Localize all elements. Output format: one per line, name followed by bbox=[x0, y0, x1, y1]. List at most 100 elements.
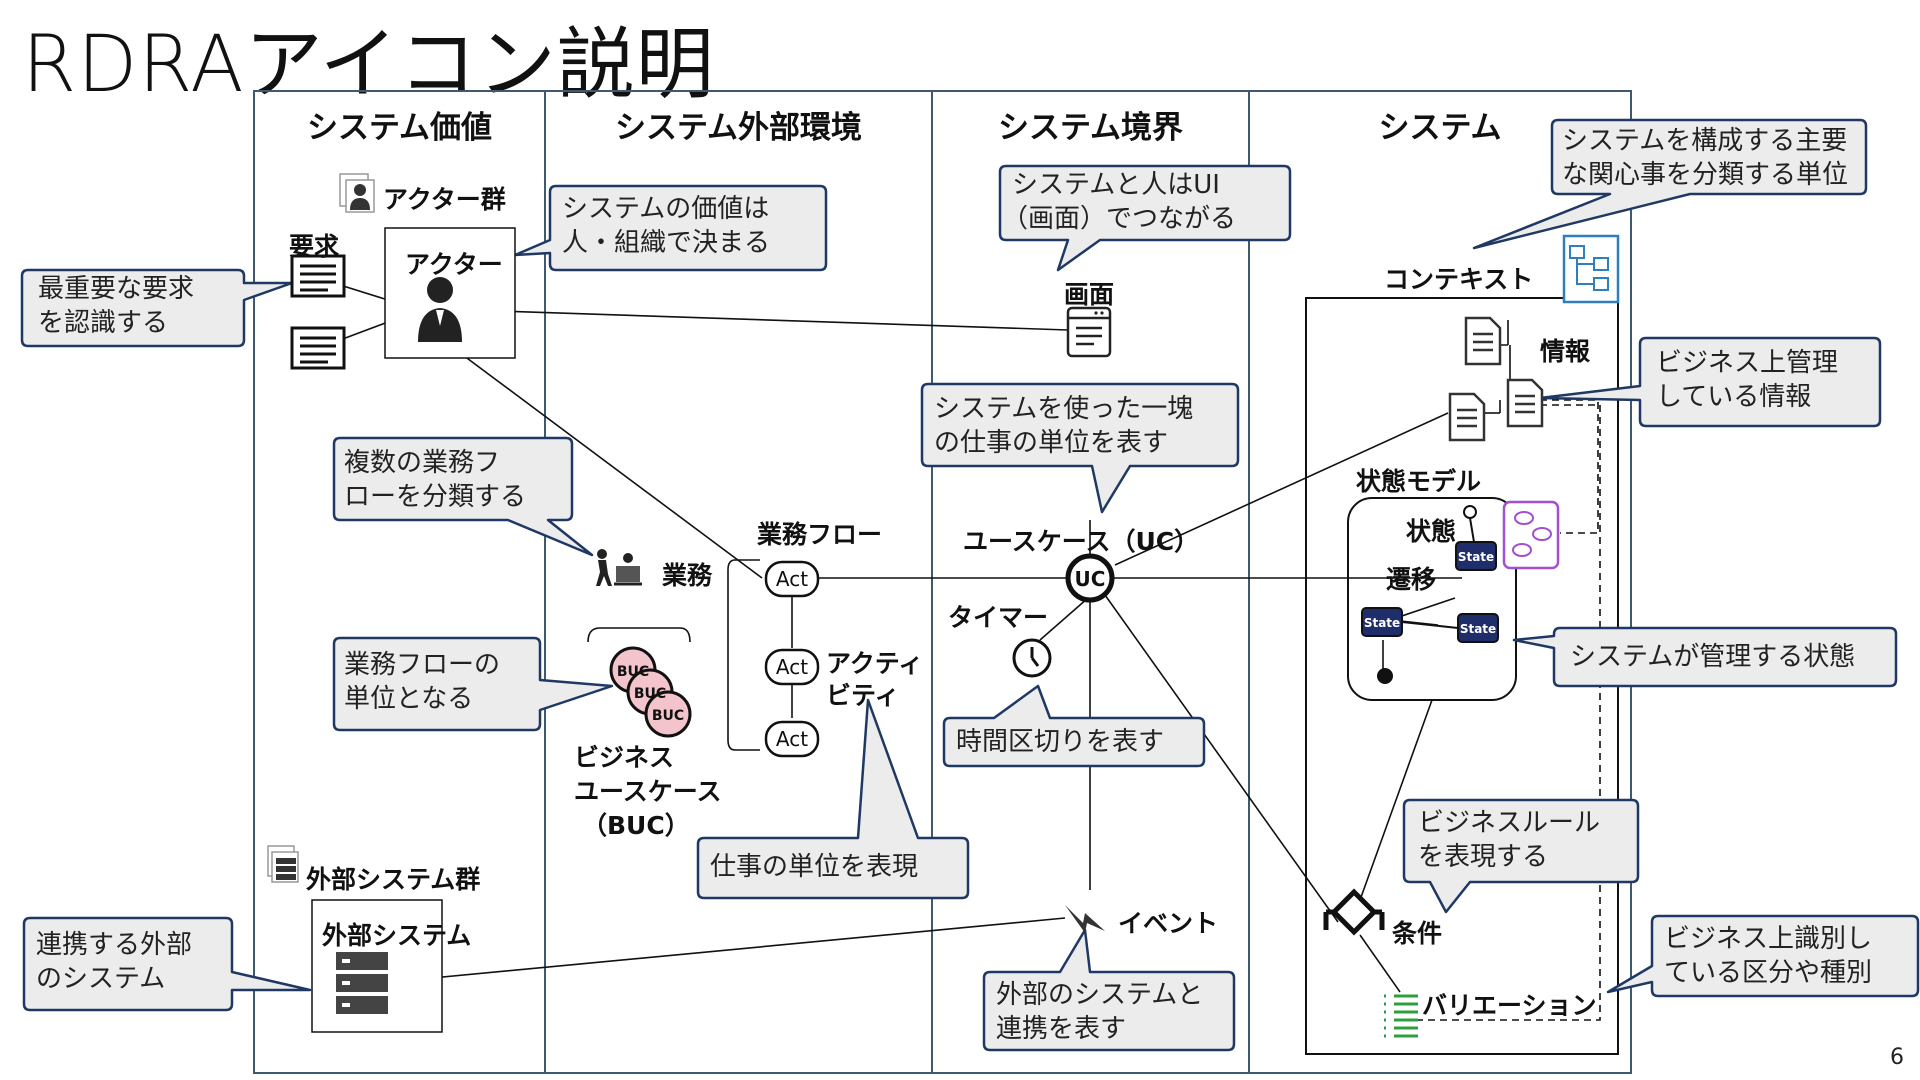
label-buc-2: ユースケース bbox=[574, 777, 722, 806]
callout-rule-line-1: ビジネスルール bbox=[1418, 808, 1601, 838]
state-icon-label: State bbox=[1364, 616, 1400, 630]
label-business-flow: 業務フロー bbox=[757, 520, 883, 549]
event-icon bbox=[1065, 905, 1105, 933]
label-state: 状態 bbox=[1406, 517, 1457, 546]
act-icon-label: Act bbox=[776, 567, 808, 591]
actor-group-icon bbox=[339, 173, 375, 213]
callout-info-line-2: している情報 bbox=[1656, 382, 1812, 412]
uc-icon-label: UC bbox=[1075, 567, 1106, 591]
callout-timer-line-1: 時間区切りを表す bbox=[956, 727, 1165, 757]
callout-state-line-1: システムが管理する状態 bbox=[1570, 642, 1856, 672]
state-model-box bbox=[1347, 497, 1517, 701]
callout-info-line-1: ビジネス上管理 bbox=[1656, 348, 1839, 378]
column-header-system: システム bbox=[1378, 110, 1502, 146]
label-screen: 画面 bbox=[1064, 280, 1115, 309]
label-ext-system: 外部システム bbox=[322, 921, 472, 950]
label-variation: バリエーション bbox=[1422, 991, 1597, 1020]
callout-buc bbox=[332, 636, 614, 732]
callout-requirement-line-1: 最重要な要求 bbox=[38, 274, 195, 304]
connector-lines bbox=[339, 239, 1511, 993]
label-event: イベント bbox=[1118, 909, 1219, 938]
page-title: RDRAアイコン説明 bbox=[22, 20, 715, 110]
callout-uc-line-1: システムを使った一塊 bbox=[934, 394, 1194, 424]
callout-ext-line-2: のシステム bbox=[36, 964, 166, 994]
state-model-icon bbox=[1502, 500, 1560, 570]
callout-screen-line-2: （画面）でつながる bbox=[1002, 204, 1237, 234]
info-doc-icon-1 bbox=[1464, 316, 1502, 366]
variation-icon bbox=[1384, 994, 1418, 1038]
buc-icon-label: BUC bbox=[617, 664, 649, 680]
business-flow-bracket bbox=[727, 559, 760, 751]
requirement-doc-icon-2 bbox=[290, 326, 346, 370]
callout-event-line-2: 連携を表す bbox=[996, 1014, 1127, 1044]
callout-info bbox=[1538, 336, 1882, 428]
label-actor: アクター bbox=[405, 250, 503, 279]
label-info: 情報 bbox=[1540, 337, 1591, 366]
label-buc-3: （BUC） bbox=[582, 811, 690, 840]
callout-event-line-1: 外部のシステムと bbox=[996, 980, 1204, 1010]
callout-variation-line-2: ている区分や種別 bbox=[1664, 958, 1873, 988]
activity-icons bbox=[764, 560, 820, 758]
callout-uc bbox=[920, 382, 1240, 514]
business-icon bbox=[596, 549, 642, 586]
info-doc-icon-2 bbox=[1448, 392, 1486, 442]
callout-context-line-2: な関心事を分類する単位 bbox=[1562, 160, 1849, 190]
callout-timer bbox=[942, 684, 1206, 768]
info-doc-icon-3 bbox=[1506, 378, 1544, 428]
callout-context bbox=[1472, 118, 1868, 250]
callout-screen-line-1: システムと人はUI bbox=[1012, 170, 1220, 200]
label-context: コンテキスト bbox=[1384, 265, 1534, 294]
label-actor-group: アクター群 bbox=[383, 185, 506, 214]
callout-rule bbox=[1402, 798, 1640, 914]
buc-icon-stack bbox=[609, 646, 692, 738]
callout-business-line-1: 複数の業務フ bbox=[344, 448, 501, 478]
ext-system-group-icon bbox=[267, 845, 299, 883]
callout-screen bbox=[998, 164, 1292, 272]
page-number: 6 bbox=[1890, 1045, 1904, 1070]
state-icon-label: State bbox=[1460, 622, 1496, 636]
label-transition: 遷移 bbox=[1386, 565, 1437, 594]
screen-icon bbox=[1066, 306, 1112, 358]
callout-uc-line-2: の仕事の単位を表す bbox=[934, 428, 1169, 458]
column-header-system-value: システム価値 bbox=[306, 110, 493, 146]
callout-context-line-1: システムを構成する主要 bbox=[1562, 126, 1848, 156]
label-activity-1: アクティ bbox=[826, 649, 924, 678]
callout-activity-line-1: 仕事の単位を表現 bbox=[710, 852, 919, 882]
act-icon-label: Act bbox=[776, 727, 808, 751]
callout-value-line-1: システムの価値は bbox=[562, 194, 770, 224]
uc-icon bbox=[1065, 553, 1115, 603]
label-activity-2: ビティ bbox=[826, 681, 900, 710]
buc-bracket bbox=[587, 627, 691, 643]
column-header-external-env: システム外部環境 bbox=[614, 110, 863, 146]
callout-requirement bbox=[20, 268, 294, 348]
label-ext-system-group: 外部システム群 bbox=[306, 865, 481, 894]
callout-ext-line-1: 連携する外部 bbox=[36, 930, 193, 960]
label-timer: タイマー bbox=[948, 603, 1049, 632]
label-business: 業務 bbox=[662, 561, 713, 590]
callout-value bbox=[513, 184, 828, 272]
callout-business bbox=[332, 436, 594, 557]
callout-event bbox=[982, 928, 1236, 1052]
buc-icon-label: BUC bbox=[634, 686, 666, 702]
state-icon-label: State bbox=[1458, 550, 1494, 564]
callout-state bbox=[1512, 626, 1898, 688]
callout-business-line-2: ローを分類する bbox=[344, 482, 527, 512]
timer-icon bbox=[1012, 638, 1052, 678]
callout-activity bbox=[696, 698, 970, 900]
transition-line bbox=[1401, 621, 1459, 629]
act-icon-label: Act bbox=[776, 655, 808, 679]
callout-shapes bbox=[20, 118, 1920, 1052]
callout-ext bbox=[22, 916, 312, 1012]
initial-state-marker bbox=[1463, 505, 1477, 519]
context-icon bbox=[1562, 234, 1620, 304]
label-condition: 条件 bbox=[1392, 919, 1443, 948]
final-state-marker bbox=[1377, 668, 1393, 684]
label-buc-1: ビジネス bbox=[574, 743, 675, 772]
callout-variation-line-1: ビジネス上識別し bbox=[1664, 924, 1873, 954]
dashed-lines bbox=[1400, 399, 1601, 1021]
buc-icon-label: BUC bbox=[652, 708, 684, 724]
label-state-model: 状態モデル bbox=[1356, 467, 1482, 496]
callout-requirement-line-2: を認識する bbox=[38, 308, 169, 338]
condition-icon bbox=[1323, 888, 1385, 936]
